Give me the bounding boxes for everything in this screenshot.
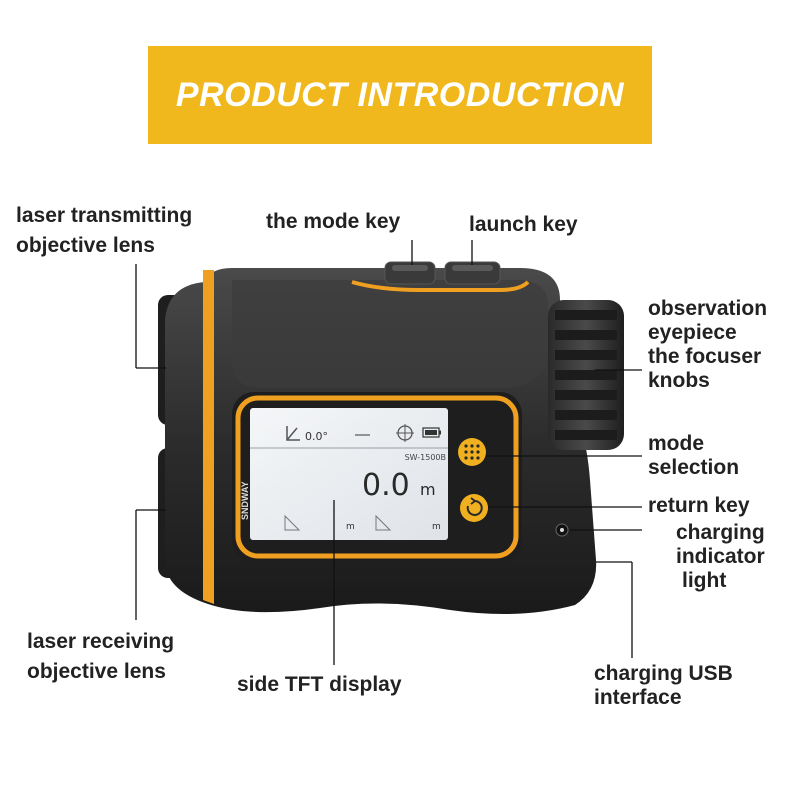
tft-screen [250, 408, 448, 540]
label-side-display: side TFT display [237, 673, 402, 696]
orange-stripe [203, 270, 214, 604]
label-mode-selection: mode selection [648, 432, 740, 479]
launch-key[interactable] [444, 261, 501, 285]
label-laser-transmitting: laser transmitting objective lens [16, 204, 193, 257]
screen-angle: 0.0° [305, 430, 328, 443]
battery-icon [422, 427, 441, 438]
screen-small-unit-left: m [346, 522, 355, 532]
screen-reading: 0.0 [362, 468, 410, 503]
triangle-icon-left [284, 514, 301, 531]
banner-title: PRODUCT INTRODUCTION [175, 75, 625, 114]
label-charging-usb: charging USB interface [594, 662, 733, 709]
screen-small-unit-right: m [432, 522, 441, 532]
label-eyepiece: observation eyepiece the focuser knobs [648, 297, 768, 392]
triangle-icon-right [375, 514, 392, 531]
mode-selection-button[interactable] [458, 438, 486, 466]
screen-model: SW-1500B [405, 453, 446, 462]
mode-key[interactable] [384, 261, 436, 285]
title-banner: PRODUCT INTRODUCTION [148, 46, 652, 144]
charging-indicator-light [555, 523, 569, 537]
brand-logo: SNDWAY [240, 481, 250, 520]
eyepiece[interactable] [548, 300, 624, 450]
label-laser-receiving: laser receiving objective lens [27, 630, 175, 683]
angle-icon [286, 426, 300, 441]
label-charging-indicator: charging indicator light [676, 521, 765, 592]
label-return-key: return key [648, 494, 750, 517]
label-mode-key: the mode key [266, 210, 401, 233]
label-launch-key: launch key [469, 213, 578, 236]
return-button[interactable] [460, 494, 488, 522]
leader-lines [135, 240, 642, 665]
screen-unit: m [420, 480, 436, 499]
